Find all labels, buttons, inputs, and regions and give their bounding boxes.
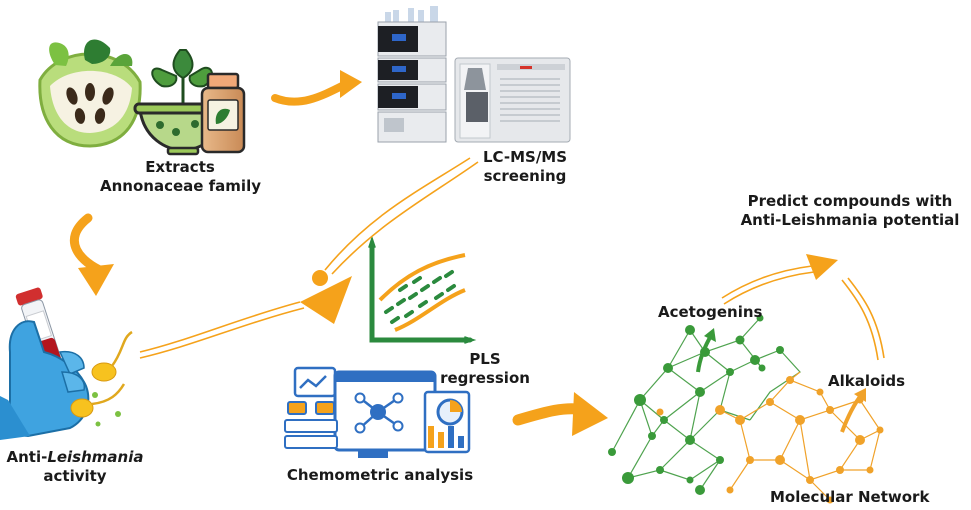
herb-jar-icon (200, 72, 246, 154)
molecular-network-label: Molecular Network (770, 488, 930, 506)
chemometric-label: Chemometric analysis (286, 466, 474, 484)
activity-label-line1: Anti-Leishmania (0, 448, 150, 467)
lcms-label: LC-MS/MS screening (470, 148, 580, 186)
flow-arrow-acetogenins-to-predict (721, 254, 838, 305)
flow-arrow-chemometric-to-network (512, 392, 608, 436)
blood-tube-glove-icon (0, 287, 90, 440)
pls-label-line2: regression (440, 369, 530, 387)
activity-label: Anti-Leishmania activity (0, 448, 150, 486)
lcms-label-line2: screening (483, 167, 567, 185)
hplc-stack-icon (377, 6, 447, 143)
pls-label-line1: PLS (469, 350, 501, 368)
activity-label-line2: activity (43, 467, 107, 485)
flow-arrow-extract-to-activity (70, 213, 114, 296)
mass-spectrometer-icon (454, 57, 571, 143)
annona-fruit-icon (38, 39, 142, 148)
flow-arrow-alkaloids-to-predict (841, 277, 885, 361)
extracts-label-line2: Annonaceae family (100, 177, 261, 195)
flow-arrow-extract-to-lcms (271, 70, 362, 106)
extracts-label: Extracts Annonaceae family (100, 158, 261, 196)
lcms-label-line1: LC-MS/MS (482, 148, 568, 166)
acetogenins-label: Acetogenins (658, 303, 763, 321)
flow-arrow-activity-to-pls (139, 301, 305, 359)
predict-label-line1: Predict compounds with (747, 192, 953, 210)
flow-arrow-lcms-to-pls (300, 157, 479, 324)
pls-label: PLS regression (430, 350, 540, 388)
molecular-network-icon (608, 314, 884, 504)
predict-label: Predict compounds with Anti-Leishmania p… (735, 192, 965, 230)
alkaloids-label: Alkaloids (828, 372, 906, 390)
extracts-label-line1: Extracts (145, 158, 215, 176)
pls-plot-icon (368, 235, 477, 344)
activity-italic: Leishmania (47, 448, 144, 466)
leishmania-parasite-icon (70, 330, 133, 427)
predict-label-line2: Anti-Leishmania potential (740, 211, 960, 229)
activity-prefix: Anti- (6, 448, 48, 466)
analytics-dashboard-icon (284, 366, 471, 458)
